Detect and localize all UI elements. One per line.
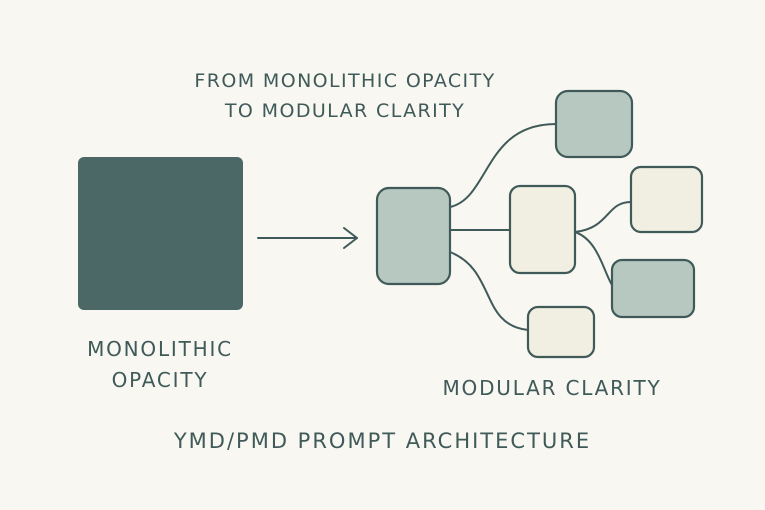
connector-to-right-top-module: [574, 201, 632, 233]
monolithic-opacity-label: MONOLITHIC OPACITY: [87, 337, 233, 392]
architecture-label: YMD/PMD PROMPT ARCHITECTURE: [173, 429, 592, 453]
transition-arrow-icon: [257, 227, 358, 249]
connector-to-bottom-module: [449, 251, 529, 331]
connector-to-top-module: [449, 123, 557, 208]
central-module: [375, 186, 452, 286]
diagram-title: FROM MONOLITHIC OPACITY TO MODULAR CLARI…: [194, 70, 496, 122]
top-module: [554, 89, 634, 159]
connector-to-right-bottom-module: [574, 231, 613, 286]
right-bottom-module: [610, 258, 696, 319]
bottom-module: [526, 305, 596, 359]
right-top-module: [629, 165, 704, 234]
monolithic-block: [78, 157, 243, 310]
center-module: [508, 184, 577, 275]
modular-clarity-label: MODULAR CLARITY: [442, 376, 662, 400]
